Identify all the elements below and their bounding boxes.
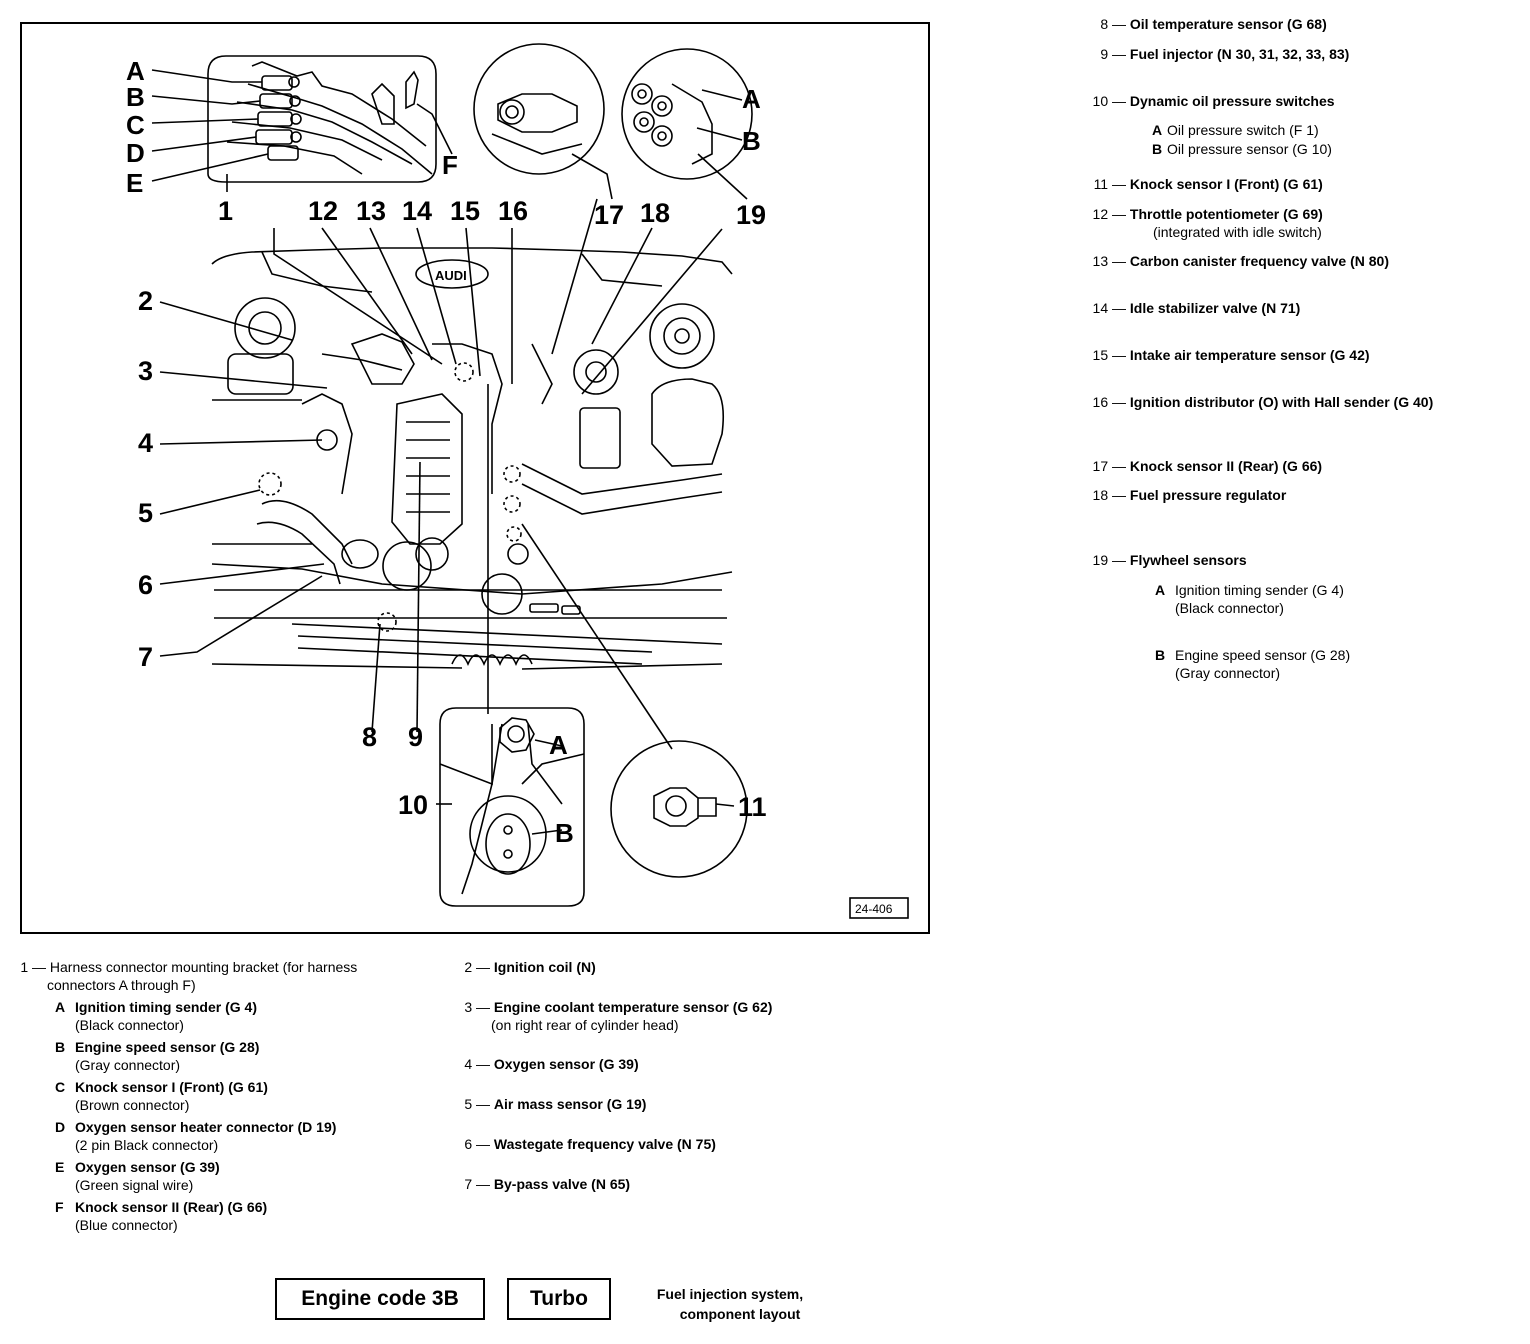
flywheel-sensors-inset <box>621 48 753 180</box>
callout-12: 12 <box>308 196 338 226</box>
legend-item-14: 14 — Idle stabilizer valve (N 71) <box>1092 300 1301 316</box>
turbo-box: Turbo <box>507 1278 611 1320</box>
legend-item-17: 17 — Knock sensor II (Rear) (G 66) <box>1092 458 1323 474</box>
callout-10: 10 <box>398 790 428 820</box>
engine-bay <box>211 247 733 670</box>
callout-3: 3 <box>138 356 153 386</box>
legend-item-19: 19 — Flywheel sensors <box>1092 552 1247 568</box>
callout-18: 18 <box>640 198 670 228</box>
legend-item-4: 4 — Oxygen sensor (G 39) <box>464 1056 639 1072</box>
figure-ref: 24-406 <box>855 902 893 916</box>
callout-letter-a: A <box>126 56 145 86</box>
legend-item-6: 6 — Wastegate frequency valve (N 75) <box>464 1136 716 1152</box>
callout-1: 1 <box>218 196 233 226</box>
callout-letter-f: F <box>442 150 458 180</box>
callout-19: 19 <box>736 200 766 230</box>
legend-item-18: 18 — Fuel pressure regulator <box>1092 487 1287 503</box>
inset-letter-b: B <box>742 126 761 156</box>
audi-badge: AUDI <box>435 268 467 283</box>
inset-letter-a: A <box>742 84 761 114</box>
inset-bottom-letter-b: B <box>555 818 574 848</box>
knock-sensor-rear-inset <box>473 43 605 175</box>
legend-item-12: 12 — Throttle potentiometer (G 69) (inte… <box>1092 206 1323 240</box>
engine-code-box: Engine code 3B <box>275 1278 485 1320</box>
callout-17: 17 <box>594 200 624 230</box>
callout-16: 16 <box>498 196 528 226</box>
callout-4: 4 <box>138 428 153 458</box>
callout-letter-c: C <box>126 110 145 140</box>
callout-13: 13 <box>356 196 386 226</box>
callout-15: 15 <box>450 196 480 226</box>
callout-7: 7 <box>138 642 153 672</box>
callout-letter-d: D <box>126 138 145 168</box>
engine-diagram: 2 3 4 5 6 7 1 12 13 14 15 16 17 18 19 8 … <box>126 43 909 919</box>
callout-letter-b: B <box>126 82 145 112</box>
legend-item-2: 2 — Ignition coil (N) <box>464 959 596 975</box>
legend-item-3: 3 — Engine coolant temperature sensor (G… <box>464 999 773 1033</box>
diagram-frame: 2 3 4 5 6 7 1 12 13 14 15 16 17 18 19 8 … <box>20 22 930 934</box>
legend-item-7: 7 — By-pass valve (N 65) <box>464 1176 631 1192</box>
legend-item-16: 16 — Ignition distributor (O) with Hall … <box>1092 394 1434 410</box>
legend-item-9: 9 — Fuel injector (N 30, 31, 32, 33, 83) <box>1100 46 1350 62</box>
legend-item-8: 8 — Oil temperature sensor (G 68) <box>1100 16 1327 32</box>
callout-6: 6 <box>138 570 153 600</box>
callout-8: 8 <box>362 722 377 752</box>
legend-item-15: 15 — Intake air temperature sensor (G 42… <box>1092 347 1370 363</box>
legend-item-10: 10 — Dynamic oil pressure switches <box>1092 93 1335 109</box>
callout-11: 11 <box>738 792 767 822</box>
legend-item-13: 13 — Carbon canister frequency valve (N … <box>1092 253 1389 269</box>
legend-item-5: 5 — Air mass sensor (G 19) <box>464 1096 647 1112</box>
callout-9: 9 <box>408 722 423 752</box>
inset-bottom-letter-a: A <box>549 730 568 760</box>
legend-item-11: 11 — Knock sensor I (Front) (G 61) <box>1093 176 1323 192</box>
legend-item-1: 1 — Harness connector mounting bracket (… <box>20 959 358 993</box>
knock-sensor-front-inset <box>610 740 748 878</box>
callout-2: 2 <box>138 286 153 316</box>
callout-5: 5 <box>138 498 153 528</box>
callout-letter-e: E <box>126 168 143 198</box>
callout-14: 14 <box>402 196 432 226</box>
oil-pressure-switches-inset <box>439 707 585 907</box>
figure-caption: Fuel injection system, component layout <box>656 1286 804 1322</box>
